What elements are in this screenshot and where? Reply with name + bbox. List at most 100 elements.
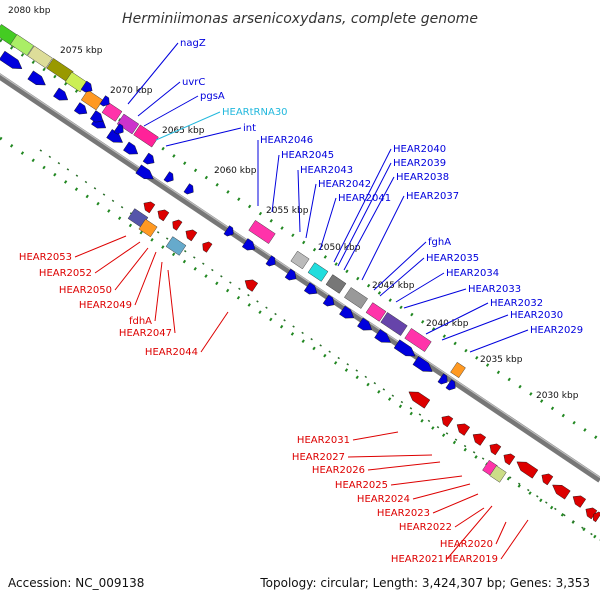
leader-fdha [154, 261, 163, 322]
gene-label-hear2047: HEAR2047 [119, 328, 172, 339]
gene-label-hear2034: HEAR2034 [446, 268, 499, 279]
gene-label-uvrc: uvrC [182, 77, 205, 88]
reverse-gene-4 [202, 241, 213, 253]
gene-label-fdha: fdhA [129, 316, 152, 327]
inner-track [39, 149, 600, 541]
tick-label-5: 2055 kbp [266, 206, 309, 216]
gene-label-hear2030: HEAR2030 [510, 310, 563, 321]
gene-label-fgha: fghA [428, 237, 451, 248]
leader-hear2043 [297, 169, 301, 233]
forward-gene-8 [163, 171, 174, 183]
gene-labels: nagZuvrCpgsAHEARtRNA30intHEAR2046HEAR204… [19, 38, 583, 565]
leader-hear2026 [367, 461, 441, 471]
forward-gene-23 [80, 80, 93, 93]
label-leaders [74, 42, 529, 560]
forward-gene-0 [0, 50, 23, 69]
leader-hear2037 [361, 195, 405, 281]
gene-label-int: int [243, 123, 256, 134]
tick-label-7: 2045 kbp [372, 281, 415, 291]
tick-label-6: 2050 kbp [318, 243, 361, 253]
reverse-gene-8 [456, 423, 471, 436]
leader-hear2044 [200, 311, 229, 353]
tick-label-0: 2080 kbp [8, 6, 51, 16]
forward-gene-24 [99, 95, 110, 107]
tick-label-8: 2040 kbp [426, 319, 469, 329]
gene-label-hear2032: HEAR2032 [490, 298, 543, 309]
gene-features [0, 24, 600, 523]
forward-gene-17 [357, 317, 373, 331]
feature-box-1 [10, 34, 34, 56]
forward-gene-1 [27, 70, 46, 86]
leader-hear2047 [167, 269, 176, 334]
reverse-gene-17 [593, 511, 600, 523]
forward-gene-3 [73, 102, 88, 115]
reverse-gene-13 [541, 473, 554, 486]
leader-hear2032 [425, 302, 489, 335]
leader-hear2042 [305, 183, 317, 239]
forward-gene-15 [322, 294, 335, 307]
reverse-gene-14 [552, 484, 571, 500]
tick-label-2: 2070 kbp [110, 86, 153, 96]
leader-pgsa [143, 95, 199, 127]
accession-text: Accession: NC_009138 [8, 576, 144, 590]
reverse-gene-0 [143, 201, 156, 214]
reverse-gene-1 [157, 209, 170, 222]
map-title: Herminiimonas arsenicoxydans, complete g… [122, 11, 478, 27]
gene-label-hear2046: HEAR2046 [260, 135, 313, 146]
gene-label-hear2022: HEAR2022 [399, 522, 452, 533]
leader-hear2038 [343, 176, 395, 271]
leader-heartrna30 [155, 111, 221, 141]
feature-box-22 [450, 361, 466, 379]
feature-box-5 [80, 89, 104, 111]
leader-hear2033 [403, 288, 467, 309]
leader-hear2027 [347, 454, 433, 458]
forward-gene-6 [123, 141, 139, 155]
tick-label-9: 2035 kbp [480, 355, 523, 365]
forward-gene-12 [265, 255, 276, 267]
genome-summary-text: Topology: circular; Length: 3,424,307 bp… [259, 576, 590, 590]
leader-hear2045 [271, 154, 280, 213]
gene-label-hear2033: HEAR2033 [468, 284, 521, 295]
leader-hear2040 [333, 148, 392, 263]
leader-int [165, 127, 242, 147]
leader-hear2021 [446, 505, 493, 560]
reverse-gene-11 [503, 453, 516, 466]
gene-label-hear2035: HEAR2035 [426, 253, 479, 264]
gene-label-hear2038: HEAR2038 [396, 172, 449, 183]
forward-gene-16 [339, 305, 355, 319]
gene-label-hear2025: HEAR2025 [335, 480, 388, 491]
leader-hear2022 [454, 507, 485, 528]
tick-label-1: 2075 kbp [60, 46, 103, 56]
gene-label-nagz: nagZ [180, 38, 206, 49]
reverse-gene-16 [585, 507, 598, 520]
gene-label-hear2044: HEAR2044 [145, 347, 198, 358]
forward-gene-10 [223, 225, 234, 237]
gene-label-hear2024: HEAR2024 [357, 494, 410, 505]
reverse-gene-5 [244, 279, 259, 292]
gene-label-hear2042: HEAR2042 [318, 179, 371, 190]
forward-gene-20 [412, 355, 433, 372]
leader-hear2035 [379, 257, 425, 297]
reverse-gene-6 [408, 391, 431, 409]
leader-hear2030 [441, 314, 509, 341]
feature-box-9 [248, 220, 276, 244]
feature-box-8 [133, 124, 159, 148]
feature-box-6 [101, 102, 123, 122]
gene-label-hear2029: HEAR2029 [530, 325, 583, 336]
forward-gene-9 [183, 183, 194, 195]
leader-hear2019 [500, 519, 529, 560]
reverse-gene-3 [185, 229, 198, 242]
gene-label-hear2026: HEAR2026 [312, 465, 365, 476]
leader-hear2034 [395, 272, 445, 303]
feature-box-16 [404, 328, 432, 352]
feature-box-15 [380, 312, 408, 336]
gene-label-hear2037: HEAR2037 [406, 191, 459, 202]
forward-gene-22 [445, 379, 456, 391]
reverse-gene-9 [472, 433, 487, 446]
gene-label-pgsa: pgsA [200, 91, 225, 102]
feature-box-21 [489, 465, 507, 483]
feature-box-13 [344, 287, 368, 309]
gene-label-hear2021: HEAR2021 [391, 554, 444, 565]
